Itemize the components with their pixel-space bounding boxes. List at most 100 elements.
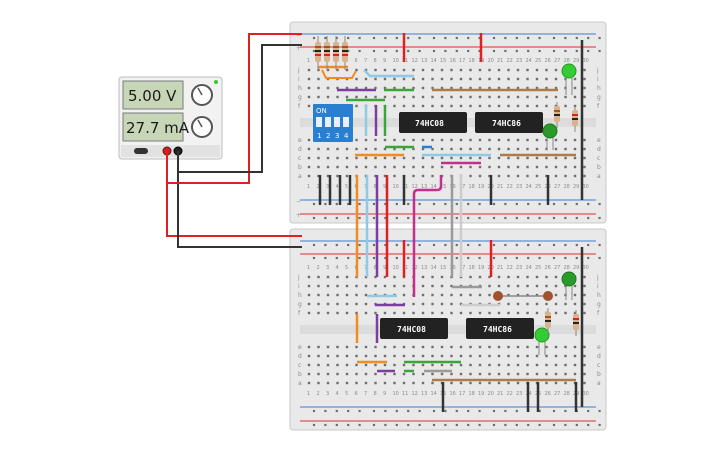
wire-red[interactable] bbox=[166, 33, 302, 184]
dip-switch-2[interactable] bbox=[325, 117, 331, 127]
wire-red[interactable] bbox=[166, 151, 302, 237]
column-label: 21 bbox=[497, 265, 503, 271]
dip-switch[interactable]: ON 1 2 3 4 bbox=[313, 104, 353, 142]
column-label: 17 bbox=[459, 391, 465, 397]
power-rail-bottom bbox=[312, 202, 601, 220]
resistor-array[interactable] bbox=[315, 36, 348, 70]
dip-switch-4[interactable] bbox=[343, 117, 349, 127]
led-green[interactable] bbox=[534, 327, 550, 355]
column-label: 21 bbox=[497, 58, 503, 64]
column-label: 30 bbox=[583, 265, 589, 271]
row-label: c bbox=[597, 155, 600, 162]
row-label: j bbox=[596, 67, 599, 74]
supply-wires bbox=[166, 33, 302, 248]
column-label: 11 bbox=[402, 391, 408, 397]
column-label: 23 bbox=[516, 265, 522, 271]
column-label: 27 bbox=[554, 391, 560, 397]
column-label: 3 bbox=[326, 265, 329, 271]
column-label: 10 bbox=[393, 391, 399, 397]
column-label: 3 bbox=[326, 184, 329, 190]
wire-orange[interactable] bbox=[321, 69, 357, 79]
column-label: 9 bbox=[383, 58, 386, 64]
row-label: g bbox=[597, 301, 601, 308]
column-label: 30 bbox=[583, 184, 589, 190]
column-label: 29 bbox=[573, 265, 579, 271]
chip-u4[interactable]: 74HC86 bbox=[466, 318, 534, 339]
power-switch[interactable] bbox=[134, 148, 148, 154]
dip-pos-3: 3 bbox=[335, 132, 339, 140]
column-label: 18 bbox=[469, 391, 475, 397]
wire-lightblue[interactable] bbox=[363, 69, 414, 78]
column-label: 19 bbox=[478, 391, 484, 397]
column-label: 14 bbox=[431, 184, 437, 190]
resistor[interactable] bbox=[554, 102, 560, 128]
column-label: 22 bbox=[507, 58, 513, 64]
column-label: 25 bbox=[535, 58, 541, 64]
resistor[interactable] bbox=[572, 106, 578, 132]
column-label: 12 bbox=[412, 391, 418, 397]
voltage-display: 5.00 V bbox=[128, 87, 177, 105]
led-green[interactable] bbox=[561, 63, 577, 95]
column-label: 5 bbox=[345, 184, 348, 190]
column-label: 28 bbox=[564, 184, 570, 190]
row-label: c bbox=[298, 155, 301, 162]
column-label: 1 bbox=[307, 184, 310, 190]
row-label: f bbox=[298, 310, 301, 317]
column-label: 13 bbox=[421, 265, 427, 271]
column-label: 25 bbox=[535, 265, 541, 271]
row-label: i bbox=[298, 283, 300, 290]
chip-u2[interactable]: 74HC86 bbox=[475, 112, 543, 133]
resistor[interactable] bbox=[545, 308, 551, 334]
column-label: 7 bbox=[364, 58, 367, 64]
column-label: 8 bbox=[374, 391, 377, 397]
column-label: 15 bbox=[440, 58, 446, 64]
resistor[interactable] bbox=[493, 291, 553, 301]
column-label: 4 bbox=[336, 184, 339, 190]
row-label: g bbox=[597, 94, 601, 101]
column-label: 29 bbox=[573, 184, 579, 190]
column-label: 13 bbox=[421, 184, 427, 190]
wire-black[interactable] bbox=[177, 151, 302, 248]
column-label: 27 bbox=[554, 184, 560, 190]
column-label: 2 bbox=[317, 184, 320, 190]
column-label: 19 bbox=[478, 184, 484, 190]
column-label: 22 bbox=[507, 391, 513, 397]
row-label: d bbox=[597, 353, 601, 360]
dip-pos-4: 4 bbox=[344, 132, 349, 140]
column-label: 1 bbox=[307, 58, 310, 64]
led-green[interactable] bbox=[542, 123, 558, 150]
column-label: 14 bbox=[431, 58, 437, 64]
chip-u3[interactable]: 74HC08 bbox=[380, 318, 448, 339]
chip-label: 74HC08 bbox=[415, 119, 444, 128]
column-label: 24 bbox=[526, 265, 532, 271]
row-label: h bbox=[597, 85, 601, 92]
column-label: 7 bbox=[364, 184, 367, 190]
column-label: 26 bbox=[545, 265, 551, 271]
wire-black[interactable] bbox=[177, 44, 302, 173]
column-label: 30 bbox=[583, 58, 589, 64]
row-label: j bbox=[297, 274, 300, 281]
column-label: 8 bbox=[374, 265, 377, 271]
dip-switch-3[interactable] bbox=[334, 117, 340, 127]
wire-magenta[interactable] bbox=[412, 175, 443, 297]
row-label: e bbox=[298, 137, 302, 144]
dip-switch-1[interactable] bbox=[316, 117, 322, 127]
column-label: 23 bbox=[516, 391, 522, 397]
column-label: 18 bbox=[469, 184, 475, 190]
power-supply[interactable]: 5.00 V 27.7 mA bbox=[118, 76, 223, 160]
column-label: 1 bbox=[307, 391, 310, 397]
current-display: 27.7 mA bbox=[126, 119, 190, 137]
column-label: 2 bbox=[317, 391, 320, 397]
row-label: a bbox=[597, 173, 601, 180]
resistor[interactable] bbox=[573, 310, 579, 336]
column-label: 6 bbox=[355, 391, 358, 397]
column-label: 23 bbox=[516, 184, 522, 190]
led-green[interactable] bbox=[561, 271, 577, 300]
power-rail-top bbox=[312, 36, 601, 53]
column-label: 16 bbox=[450, 58, 456, 64]
column-label: 27 bbox=[554, 58, 560, 64]
row-label: a bbox=[597, 380, 601, 387]
chip-u1[interactable]: 74HC08 bbox=[399, 112, 467, 133]
row-label: b bbox=[298, 371, 302, 378]
column-label: 9 bbox=[383, 265, 386, 271]
